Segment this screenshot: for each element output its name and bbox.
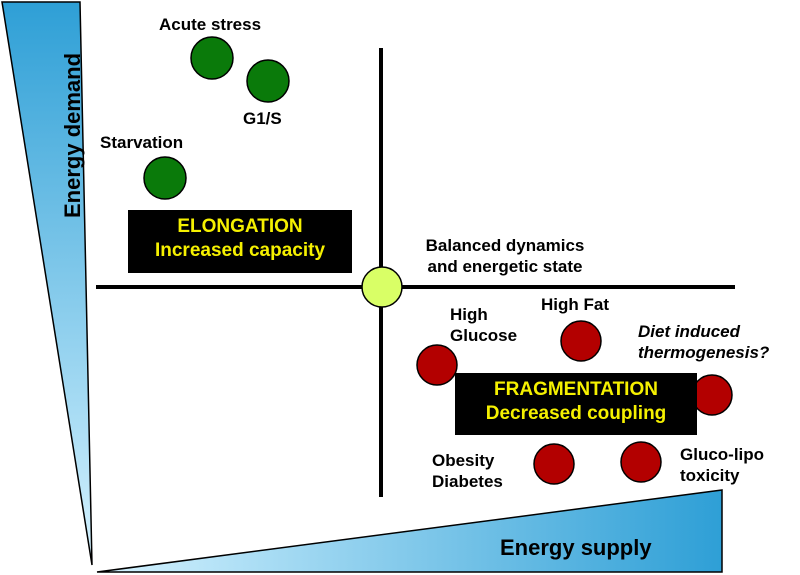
energy-demand-wedge: [1, 1, 93, 566]
obesity-diabetes-marker: [533, 443, 575, 485]
diet-thermogenesis-marker: [691, 374, 733, 416]
starvation-marker: [143, 156, 187, 200]
g1s-label: G1/S: [243, 109, 282, 128]
diabetes-line: Diabetes: [432, 472, 503, 491]
balanced-line-1: Balanced dynamics: [425, 236, 585, 255]
balanced-state-label: Balanced dynamics and energetic state: [400, 235, 610, 277]
elongation-subtitle: Increased capacity: [154, 240, 326, 261]
acute-stress-label: Acute stress: [159, 15, 262, 34]
obesity-diabetes-label: Obesity Diabetes: [432, 450, 503, 492]
diet-line-2: thermogenesis?: [638, 343, 770, 362]
diet-thermogenesis-label: Diet induced thermogenesis?: [638, 321, 769, 363]
gluco-lipo-toxicity-marker: [620, 441, 662, 483]
high-fat-label: High Fat: [541, 295, 609, 314]
gluco-lipo-toxicity-label: Gluco-lipo toxicity: [680, 444, 764, 486]
energy-supply-label: Energy supply: [500, 535, 652, 560]
high-glucose-marker: [416, 344, 458, 386]
g1s-marker: [246, 59, 290, 103]
balanced-line-2: and energetic state: [427, 257, 583, 276]
elongation-title: ELONGATION: [177, 216, 303, 237]
diet-line-1: Diet induced: [638, 322, 741, 341]
high-glucose-line-2: Glucose: [450, 326, 518, 345]
energy-demand-label: Energy demand: [60, 52, 85, 218]
gluco-line-2: toxicity: [680, 466, 740, 485]
fragmentation-subtitle: Decreased coupling: [485, 403, 667, 424]
fragmentation-box: FRAGMENTATION Decreased coupling: [455, 373, 697, 435]
fragmentation-title: FRAGMENTATION: [494, 379, 658, 400]
acute-stress-marker: [190, 36, 234, 80]
high-fat-marker: [560, 320, 602, 362]
high-glucose-label: High Glucose: [450, 304, 517, 346]
balanced-state-marker: [361, 266, 403, 308]
high-glucose-line-1: High: [450, 305, 488, 324]
gluco-line-1: Gluco-lipo: [680, 445, 765, 464]
starvation-label: Starvation: [100, 133, 184, 152]
elongation-box: ELONGATION Increased capacity: [128, 210, 352, 273]
obesity-line: Obesity: [432, 451, 495, 470]
energy-supply-wedge: [96, 489, 723, 573]
